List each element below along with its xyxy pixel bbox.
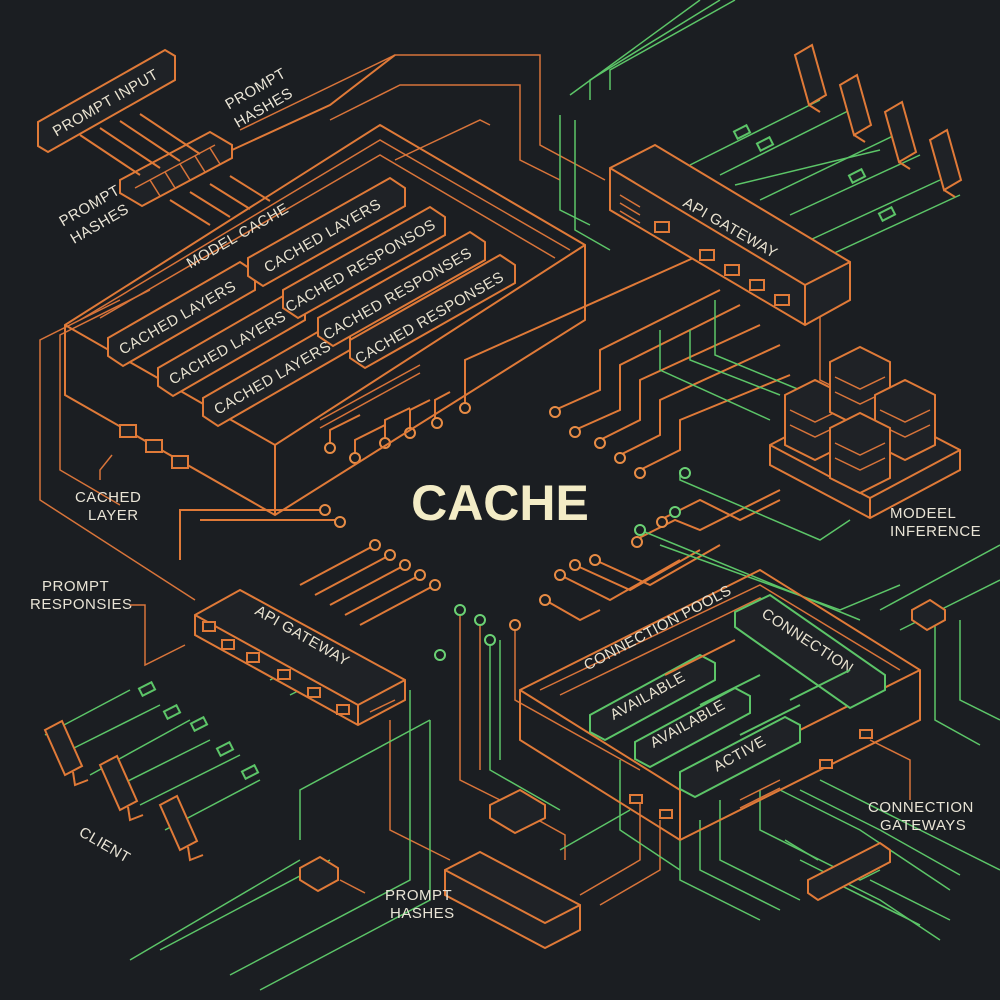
connector <box>240 763 260 781</box>
server-icon <box>829 411 891 495</box>
connector <box>215 740 235 758</box>
port <box>277 669 291 680</box>
port <box>221 639 235 650</box>
port <box>629 794 643 804</box>
port <box>724 264 740 276</box>
connection-gateways-line1: CONNECTION <box>868 799 974 816</box>
port <box>859 729 873 739</box>
port <box>246 652 260 663</box>
connection-gateways-line2: GATEWAYS <box>880 817 966 834</box>
orange-wiring <box>39 54 911 906</box>
prompt-hashes-bottom-line2: HASHES <box>390 905 455 922</box>
model-inference-block <box>769 345 961 520</box>
connector <box>137 680 157 698</box>
hub-icon <box>299 855 339 893</box>
connector <box>755 135 775 153</box>
port <box>659 809 673 819</box>
monitor-icon <box>98 754 144 822</box>
client-group <box>43 680 260 862</box>
monitor-icon <box>883 100 918 170</box>
port <box>336 704 350 715</box>
port <box>171 455 189 469</box>
monitor-icon <box>793 43 828 113</box>
connector <box>847 167 867 185</box>
connector-dots <box>319 402 691 661</box>
port <box>307 687 321 698</box>
port <box>819 759 833 769</box>
port <box>654 221 670 233</box>
prompt-hash-chips <box>119 130 233 208</box>
modeel-inference-line2: INFERENCE <box>890 523 981 540</box>
monitor-icon <box>838 73 873 143</box>
switch-block-bottom <box>444 850 581 950</box>
device-group-top <box>732 43 963 223</box>
port <box>774 294 790 306</box>
monitor-icon <box>43 719 89 787</box>
cached-layer-line2: LAYER <box>88 507 139 524</box>
port <box>699 249 715 261</box>
modeel-inference-line1: MODEEL <box>890 505 956 522</box>
green-hub-right <box>911 598 946 632</box>
port <box>145 439 163 453</box>
cache-title: CACHE <box>411 475 589 531</box>
connector <box>732 123 752 141</box>
prompt-responsies-line2: RESPONSIES <box>30 596 133 613</box>
monitor-icon <box>928 128 963 198</box>
port <box>119 424 137 438</box>
api-gateway-top: API GATEWAY <box>609 143 851 327</box>
prompt-hashes-bottom-line1: PROMPT <box>385 887 452 904</box>
monitor-icon <box>158 794 204 862</box>
connector <box>877 205 897 223</box>
port <box>749 279 765 291</box>
prompt-responsies-line1: PROMPT <box>42 578 109 595</box>
connector <box>189 715 209 733</box>
switch-block-small <box>489 788 546 835</box>
connector <box>162 703 182 721</box>
connection-gateways-block <box>784 839 891 902</box>
cached-layer-line1: CACHED <box>75 489 141 506</box>
port <box>202 621 216 632</box>
